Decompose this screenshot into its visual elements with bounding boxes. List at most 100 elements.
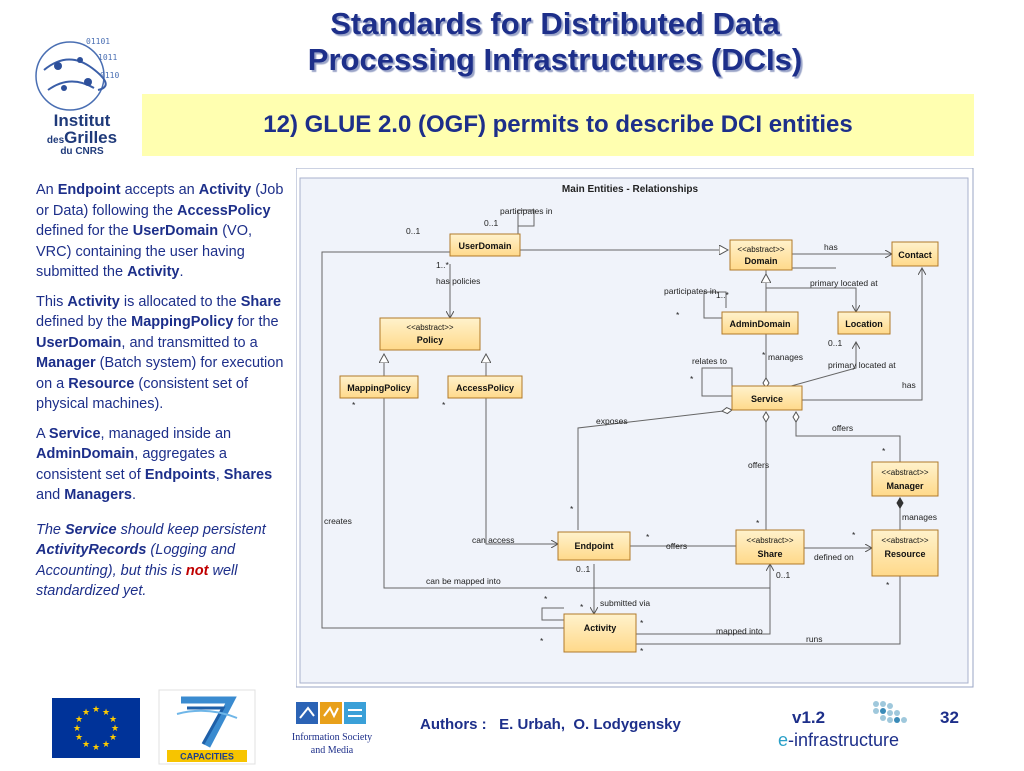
entity-accesspolicy-label: AccessPolicy: [456, 383, 514, 393]
label-primary-located-2: primary located at: [828, 360, 896, 370]
svg-text:01101: 01101: [86, 37, 110, 46]
description-text: An Endpoint accepts an Activity (Job or …: [36, 180, 286, 611]
paragraph-activity: This Activity is allocated to the Share …: [36, 292, 286, 415]
term-activityrecords: ActivityRecords: [36, 542, 147, 558]
entity-accesspolicy[interactable]: AccessPolicy: [447, 375, 523, 399]
term-admindomain: AdminDomain: [36, 446, 135, 462]
entity-service[interactable]: Service: [731, 385, 803, 411]
entity-activity-label: Activity: [584, 623, 617, 633]
term-activity: Activity: [67, 293, 120, 310]
term-accesspolicy: AccessPolicy: [177, 202, 271, 219]
text-run: , aggregates a consistent set of: [36, 446, 227, 483]
mult-star-9: *: [852, 530, 856, 540]
entity-mappingpolicy[interactable]: MappingPolicy: [339, 375, 419, 399]
entity-manager[interactable]: <<abstract>> Manager: [871, 461, 939, 497]
mult-location: 0..1: [828, 338, 842, 348]
entity-userdomain[interactable]: UserDomain: [449, 233, 521, 257]
mult-star-14: *: [640, 646, 644, 656]
fp7-capacities-logo: CAPACITIES: [157, 688, 257, 766]
e-infrastructure-logo: [776, 696, 916, 756]
mult-userdomain-top: 0..1: [484, 218, 498, 228]
term-shares: Shares: [223, 466, 273, 483]
page-number: 32: [940, 708, 959, 727]
term-activity: Activity: [127, 264, 180, 280]
label-offers-1: offers: [832, 423, 853, 433]
entity-resource[interactable]: <<abstract>> Resource: [871, 529, 939, 577]
svg-text:★: ★: [102, 740, 110, 750]
entity-location[interactable]: Location: [837, 311, 891, 335]
text-run: (Job or Data) following the: [36, 182, 284, 219]
stereotype-label: <<abstract>>: [881, 468, 928, 477]
mult-star-11: *: [544, 594, 548, 604]
term-mappingpolicy: MappingPolicy: [131, 314, 234, 330]
mult-admindomain: 1..*: [716, 290, 729, 300]
text-run: An: [36, 182, 58, 198]
term-managers: Managers: [64, 487, 132, 503]
version-label: v1.2: [792, 708, 826, 727]
entity-share[interactable]: <<abstract>> Share: [735, 529, 805, 565]
text-run: should keep persistent: [116, 521, 266, 538]
mult-userdomain-left: 0..1: [406, 226, 420, 236]
term-userdomain: UserDomain: [132, 223, 219, 239]
label-defined-on: defined on: [814, 552, 854, 562]
label-offers-3: offers: [666, 541, 687, 551]
text-run: .: [131, 487, 136, 503]
einfra-e: e: [778, 730, 789, 750]
slide-title-line2: Processing Infrastructures (DCIs): [307, 42, 803, 77]
label-runs: runs: [806, 634, 823, 644]
term-service: Service: [48, 425, 101, 442]
entity-domain[interactable]: <<abstract>> Domain: [729, 239, 793, 271]
text-run: is allocated to the: [119, 293, 241, 310]
mult-star-12: *: [580, 602, 584, 612]
mult-share: 0..1: [776, 570, 790, 580]
text-run: (consistent set of physical machines).: [36, 375, 248, 413]
text-run: (Logging and Accounting), but this is: [36, 542, 236, 579]
logo-text: Institut desGrilles du CNRS: [32, 112, 132, 157]
mult-star-16: *: [882, 446, 886, 456]
label-manages-1: manages: [768, 352, 803, 362]
term-activity: Activity: [198, 182, 252, 198]
label-participates-in-1: participates in: [500, 206, 553, 216]
text-run: (VO, VRC) containing the user having sub…: [36, 223, 253, 280]
label-submitted-via: submitted via: [600, 598, 650, 608]
label-participates-in-2: participates in: [664, 286, 717, 296]
slide-title-line1: Standards for Distributed Data: [330, 6, 780, 41]
logo-line1: Institut: [53, 111, 111, 130]
entity-userdomain-label: UserDomain: [458, 241, 511, 251]
einfra-rest: -infrastructure: [788, 730, 900, 750]
paragraph-endpoint: An Endpoint accepts an Activity (Job or …: [36, 180, 286, 283]
text-run: for the: [233, 314, 279, 330]
label-relates-to: relates to: [692, 356, 727, 366]
label-offers-2: offers: [748, 460, 769, 470]
stereotype-label: <<abstract>>: [881, 536, 928, 545]
entity-activity[interactable]: Activity: [563, 613, 637, 653]
entity-admindomain-label: AdminDomain: [729, 319, 790, 329]
svg-text:★: ★: [82, 708, 90, 718]
mult-endpoint: 0..1: [576, 564, 590, 574]
svg-text:★: ★: [111, 724, 119, 734]
entity-contact[interactable]: Contact: [891, 241, 939, 267]
text-run: and: [36, 487, 65, 503]
svg-text:1011: 1011: [98, 53, 117, 62]
stereotype-label: <<abstract>>: [746, 536, 793, 545]
label-mapped-into: mapped into: [716, 626, 763, 636]
mult-star-6: *: [570, 504, 574, 514]
emphasis-not: not: [185, 562, 209, 579]
eu-flag-logo: ★★★ ★★★ ★★★ ★★★: [52, 698, 140, 758]
stereotype-label: <<abstract>>: [737, 245, 784, 254]
mult-star-2: *: [352, 400, 356, 410]
label-exposes: exposes: [596, 416, 628, 426]
entity-endpoint[interactable]: Endpoint: [557, 531, 631, 561]
entity-service-label: Service: [751, 394, 783, 404]
entity-policy[interactable]: <<abstract>> Policy: [379, 317, 481, 351]
mult-star-5: *: [762, 350, 766, 360]
ism-line1: Information Society: [292, 732, 372, 743]
information-society-logo: Information Society and Media: [282, 698, 382, 760]
label-manages-2: manages: [902, 512, 937, 522]
entity-location-label: Location: [845, 319, 883, 329]
entity-manager-label: Manager: [886, 481, 924, 491]
entity-admindomain[interactable]: AdminDomain: [721, 311, 799, 335]
mult-star-1: *: [676, 310, 680, 320]
svg-text:★: ★: [82, 740, 90, 750]
label-has-policies: has policies: [436, 276, 480, 286]
